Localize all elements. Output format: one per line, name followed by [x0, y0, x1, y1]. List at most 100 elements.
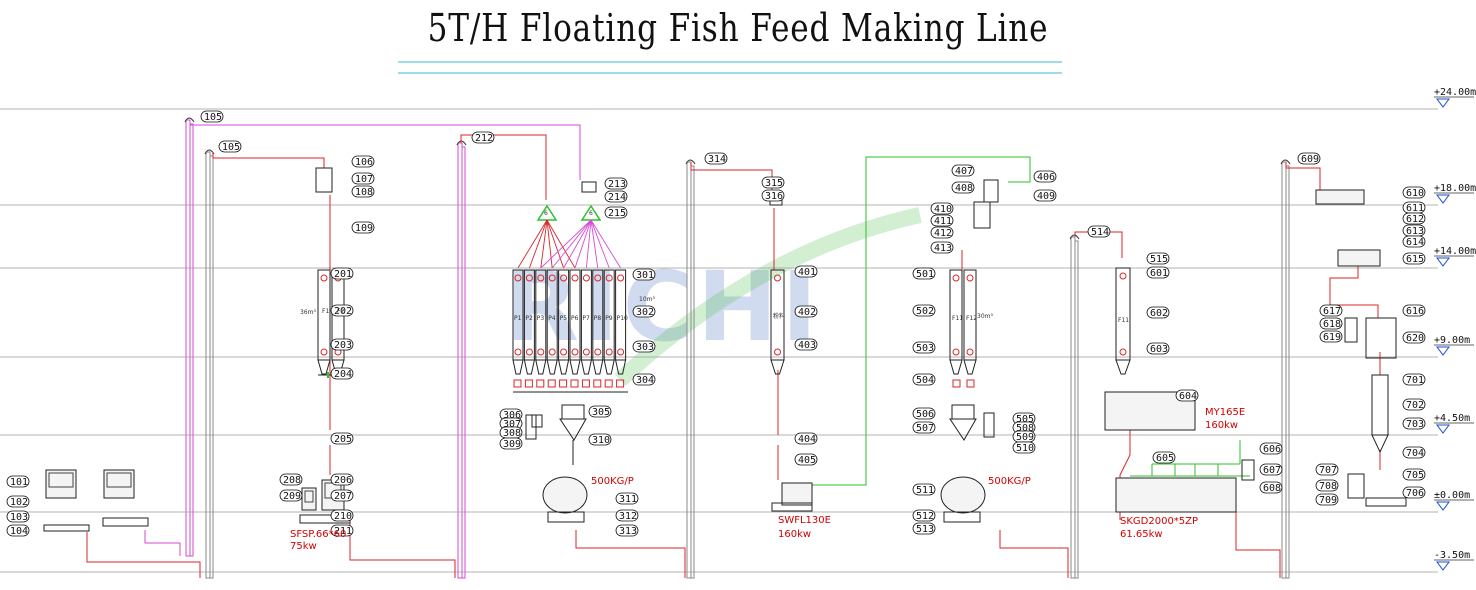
- bucket-elevator: [1285, 165, 1290, 579]
- tag-bubble: 101: [6, 475, 30, 488]
- bin-volume: 10m³: [639, 296, 655, 303]
- silo-cone: [557, 359, 570, 375]
- tag-outline: [1402, 468, 1426, 481]
- bin-label: F2: [337, 308, 344, 315]
- tag-bubble: 408: [951, 181, 975, 194]
- tag-number: 302: [636, 307, 654, 318]
- silo-601: [1115, 267, 1131, 361]
- tag-outline: [1319, 304, 1343, 317]
- tag-number: 305: [592, 407, 610, 418]
- tag-bubble: 704: [1402, 446, 1426, 459]
- bin-gate: [513, 379, 522, 388]
- tag-number: 513: [916, 524, 934, 535]
- tag-number: 411: [934, 216, 952, 227]
- tag-number: 705: [1406, 470, 1424, 481]
- tag-number: 607: [1263, 465, 1281, 476]
- tag-outline: [615, 492, 639, 505]
- silo-cone: [963, 359, 977, 375]
- tag-outline: [632, 305, 656, 318]
- bin-label: F11: [1118, 317, 1129, 324]
- tag-bubble: 708: [1315, 479, 1339, 492]
- tag-outline: [912, 304, 936, 317]
- tag-bubble: 602: [1146, 306, 1170, 319]
- mixer-hopper: [561, 404, 585, 420]
- tag-outline: [1152, 451, 1176, 464]
- tag-number: 603: [1150, 344, 1168, 355]
- tag-outline: [604, 177, 628, 190]
- silo-f1: [317, 269, 331, 361]
- tag-number: 105: [204, 112, 222, 123]
- tag-number: 314: [708, 154, 726, 165]
- tag-outline: [1315, 463, 1339, 476]
- mixer-base: [547, 511, 585, 523]
- tag-number: 508: [1016, 423, 1034, 434]
- red-pipe: [999, 530, 1069, 578]
- tag-number: 208: [283, 475, 301, 486]
- tag-outline: [1146, 266, 1170, 279]
- tag-number: 511: [916, 485, 934, 496]
- bin-gate: [593, 379, 602, 388]
- mixer-hopper: [559, 418, 587, 441]
- tag-number: 413: [934, 243, 952, 254]
- tag-outline: [1146, 306, 1170, 319]
- tag-outline: [499, 437, 523, 450]
- tag-outline: [471, 131, 495, 144]
- level-sensor: [320, 274, 328, 282]
- level-sensor: [952, 274, 960, 282]
- tag-outline: [1175, 389, 1199, 402]
- elevator-head: [685, 159, 696, 165]
- tag-number: 308: [503, 428, 521, 439]
- tag-number: 410: [934, 204, 952, 215]
- mixer-hopper: [951, 404, 975, 420]
- tag-bubble: 106: [351, 155, 375, 168]
- tag-outline: [330, 338, 354, 351]
- tag-bubble: 204: [330, 367, 354, 380]
- bin-label: F12: [966, 315, 977, 322]
- level-marker: [1436, 194, 1450, 204]
- level-label: +4.50m: [1434, 413, 1470, 424]
- tag-bubble: 506: [912, 407, 936, 420]
- tag-number: 708: [1319, 481, 1337, 492]
- tag-bubble: 702: [1402, 398, 1426, 411]
- bucket-elevator: [205, 151, 211, 579]
- level-sensor: [617, 274, 625, 282]
- tag-outline: [1402, 331, 1426, 344]
- tag-number: 405: [798, 455, 816, 466]
- tag-bubble: 309: [499, 437, 523, 450]
- mixer2-capacity: 500KG/P: [988, 476, 1031, 487]
- bin-label: P4: [548, 315, 556, 322]
- level-sensor: [571, 348, 579, 356]
- level-sensor: [1119, 272, 1127, 280]
- tag-outline: [615, 524, 639, 537]
- tag-outline: [330, 524, 354, 537]
- silo-cone: [614, 359, 627, 375]
- tag-bubble: 203: [330, 338, 354, 351]
- tag-outline: [6, 475, 30, 488]
- bin-label: P8: [594, 315, 602, 322]
- tag-outline: [1319, 330, 1343, 343]
- tag-number: 509: [1016, 432, 1034, 443]
- tag-outline: [330, 432, 354, 445]
- tag-bubble: 311: [615, 492, 639, 505]
- tag-number: 309: [503, 439, 521, 450]
- tag-bubble: 208: [279, 473, 303, 486]
- extruder-label: MY165E: [1205, 407, 1245, 418]
- cooler: [1365, 317, 1397, 359]
- fan-707: [1347, 473, 1365, 499]
- tag-number: 606: [1263, 444, 1281, 455]
- tag-number: 514: [1091, 227, 1109, 238]
- tag-number: 407: [955, 166, 973, 177]
- tag-outline: [794, 432, 818, 445]
- pulse-filter: [973, 201, 991, 229]
- level-marker: [1436, 257, 1450, 267]
- tag-number: 618: [1323, 319, 1341, 330]
- bin-gate: [570, 379, 579, 388]
- tag-bubble: 705: [1402, 468, 1426, 481]
- tag-outline: [351, 172, 375, 185]
- tag-bubble: 606: [1259, 442, 1283, 455]
- bin-gate: [547, 379, 556, 388]
- tag-outline: [632, 268, 656, 281]
- tag-bubble: 504: [912, 373, 936, 386]
- tag-outline: [1402, 252, 1426, 265]
- distribution-pipe: [590, 219, 610, 269]
